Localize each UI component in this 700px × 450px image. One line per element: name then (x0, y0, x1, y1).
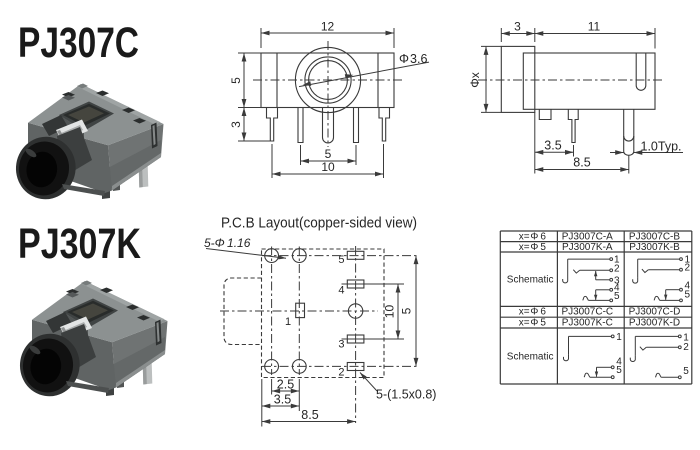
svg-text:11: 11 (588, 20, 601, 34)
svg-text:5: 5 (685, 289, 691, 300)
svg-text:4: 4 (616, 357, 622, 368)
svg-text:2: 2 (683, 342, 689, 353)
svg-text:5-(1.5x0.8): 5-(1.5x0.8) (376, 388, 436, 402)
svg-text:PJ307K: PJ307K (18, 220, 141, 268)
svg-text:1: 1 (683, 332, 689, 343)
svg-text:Φx: Φx (468, 72, 482, 88)
svg-text:5: 5 (338, 254, 344, 266)
svg-text:PJ3007C-B: PJ3007C-B (629, 231, 680, 242)
svg-text:P.C.B Layout(copper-sided view: P.C.B Layout(copper-sided view) (221, 216, 417, 232)
svg-text:x= Φ 6: x= Φ 6 (519, 307, 547, 318)
svg-text:3.5: 3.5 (274, 393, 291, 407)
svg-text:5: 5 (616, 365, 622, 376)
svg-text:PJ307C: PJ307C (18, 19, 139, 67)
svg-text:10: 10 (321, 160, 335, 174)
svg-text:5: 5 (229, 77, 243, 84)
svg-text:PJ3007C-A: PJ3007C-A (562, 231, 613, 242)
svg-text:2: 2 (685, 263, 691, 274)
svg-text:1.0Typ.: 1.0Typ. (641, 140, 682, 154)
svg-text:5: 5 (325, 147, 332, 161)
svg-text:2.5: 2.5 (277, 378, 294, 392)
svg-text:PJ3007K-D: PJ3007K-D (629, 317, 680, 328)
svg-text:5: 5 (683, 366, 689, 377)
svg-text:10: 10 (383, 305, 397, 319)
svg-text:4: 4 (614, 282, 620, 293)
svg-text:PJ3007K-B: PJ3007K-B (629, 242, 680, 253)
svg-text:4: 4 (338, 285, 344, 297)
svg-text:5: 5 (614, 291, 620, 302)
svg-text:8.5: 8.5 (573, 156, 590, 170)
svg-text:Φ 3.6: Φ 3.6 (399, 52, 427, 66)
svg-text:4: 4 (685, 281, 691, 292)
svg-text:12: 12 (321, 20, 335, 34)
svg-text:1: 1 (614, 255, 620, 266)
svg-text:PJ3007K-C: PJ3007K-C (562, 317, 613, 328)
svg-text:1: 1 (685, 255, 691, 266)
svg-text:3.5: 3.5 (544, 138, 561, 152)
svg-text:Schematic: Schematic (507, 352, 554, 363)
svg-text:3: 3 (614, 275, 620, 286)
svg-text:2: 2 (614, 263, 620, 274)
svg-text:3: 3 (229, 121, 243, 128)
svg-text:PJ3007K-A: PJ3007K-A (562, 242, 613, 253)
svg-text:1: 1 (616, 332, 622, 343)
svg-text:3: 3 (338, 339, 344, 351)
svg-text:x= Φ 5: x= Φ 5 (519, 242, 547, 253)
svg-text:8.5: 8.5 (301, 408, 318, 422)
svg-text:2: 2 (338, 367, 344, 379)
svg-text:x= Φ 5: x= Φ 5 (519, 317, 547, 328)
svg-text:5-Φ 1.16: 5-Φ 1.16 (204, 236, 251, 250)
svg-text:3: 3 (514, 20, 521, 34)
svg-text:1: 1 (285, 316, 291, 328)
svg-text:Schematic: Schematic (507, 275, 554, 286)
svg-text:PJ3007C-D: PJ3007C-D (629, 307, 681, 318)
svg-text:x= Φ 6: x= Φ 6 (519, 231, 547, 242)
svg-text:PJ3007C-C: PJ3007C-C (561, 307, 613, 318)
svg-text:5: 5 (400, 307, 414, 314)
